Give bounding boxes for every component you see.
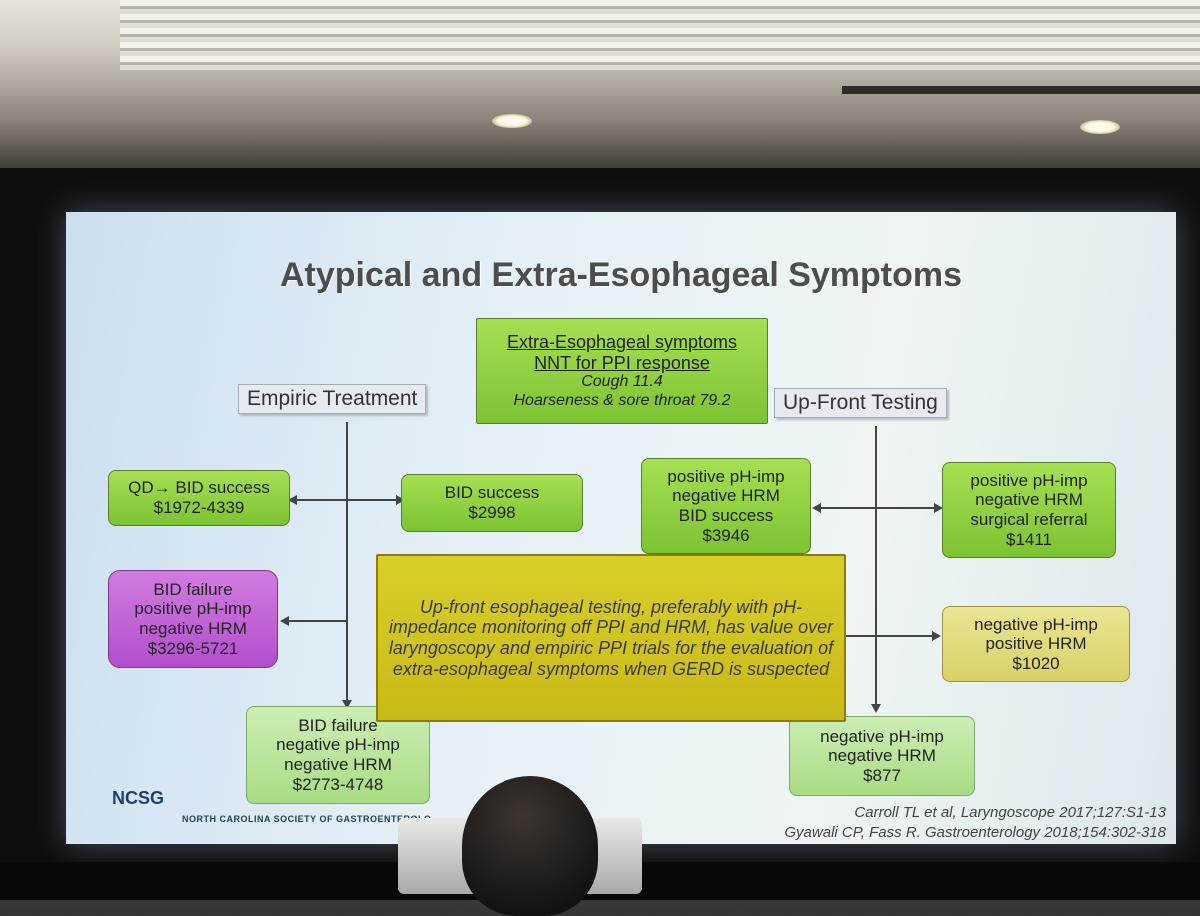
conclusion-text: Up-front esophageal testing, preferably … bbox=[388, 596, 834, 679]
negative-negative-box: negative pH-imp negative HRM $877 bbox=[789, 716, 975, 796]
positive-bid-success-box: positive pH-imp negative HRM BID success… bbox=[641, 458, 811, 554]
footer-text: NORTH CAROLINA SOCIETY OF GASTROENTEROLO bbox=[182, 814, 432, 824]
bid-success-box: BID success $2998 bbox=[401, 474, 583, 532]
box-line: BID success bbox=[678, 506, 774, 525]
box-line: positive pH-imp bbox=[970, 470, 1088, 490]
bid-failure-negative-box: BID failure negative pH-imp negative HRM… bbox=[246, 706, 430, 804]
box-line: BID failure bbox=[298, 715, 378, 735]
box-cost: $3946 bbox=[702, 525, 750, 545]
box-cost: $1020 bbox=[1012, 653, 1060, 673]
bid-failure-positive-box: BID failure positive pH-imp negative HRM… bbox=[108, 570, 278, 668]
positive-surgical-referral-box: positive pH-imp negative HRM surgical re… bbox=[942, 462, 1116, 558]
box-line: positive HRM bbox=[985, 634, 1087, 654]
testing-negative-line bbox=[846, 635, 932, 637]
box-cost: $3296-5721 bbox=[147, 638, 239, 658]
ncsg-logo: NCSG bbox=[112, 788, 165, 808]
conclusion-box: Up-front esophageal testing, preferably … bbox=[376, 554, 846, 722]
box-line: negative HRM bbox=[672, 486, 780, 506]
box-cost: $1972-4339 bbox=[153, 498, 245, 517]
reference-1: Carroll TL et al, Laryngoscope 2017;127:… bbox=[854, 804, 1166, 821]
nnt-line-2: NNT for PPI response bbox=[534, 352, 710, 373]
box-line: negative pH-imp bbox=[276, 735, 400, 755]
arrow-right-icon bbox=[932, 631, 941, 641]
arrow-left-icon bbox=[288, 495, 297, 505]
box-line: BID success bbox=[444, 483, 540, 503]
box-line: negative pH-imp bbox=[974, 614, 1098, 634]
reference-2: Gyawali CP, Fass R. Gastroenterology 201… bbox=[784, 824, 1166, 841]
nnt-line-3: Cough 11.4 bbox=[581, 373, 663, 391]
ceiling bbox=[0, 0, 1200, 170]
nnt-line-1: Extra-Esophageal symptoms bbox=[506, 331, 738, 352]
box-line: negative HRM bbox=[828, 746, 936, 766]
box-line: positive pH-imp bbox=[667, 466, 785, 486]
box-cost: $2773-4748 bbox=[292, 774, 384, 794]
arrow-left-icon bbox=[280, 616, 289, 626]
box-line: negative HRM bbox=[284, 755, 392, 774]
empiric-failure-line bbox=[288, 620, 346, 622]
negative-positive-hrm-box: negative pH-imp positive HRM $1020 bbox=[942, 606, 1130, 682]
arrow-right-icon bbox=[934, 503, 943, 513]
box-line: negative HRM bbox=[139, 619, 247, 638]
ceiling-light bbox=[1080, 120, 1120, 134]
testing-positive-line bbox=[820, 507, 936, 509]
ceiling-light bbox=[492, 114, 532, 128]
box-cost: $2998 bbox=[468, 503, 516, 522]
ceiling-cornice bbox=[120, 0, 1200, 70]
testing-vertical-line bbox=[875, 426, 877, 706]
projection-screen: Atypical and Extra-Esophageal Symptoms E… bbox=[66, 212, 1176, 844]
box-line: surgical referral bbox=[970, 510, 1088, 529]
box-line: BID failure bbox=[153, 579, 233, 599]
arrow-right-icon bbox=[396, 495, 405, 505]
nnt-line-4: Hoarseness & sore throat 79.2 bbox=[513, 391, 731, 409]
arrow-down-icon bbox=[871, 704, 881, 713]
up-front-testing-header: Up-Front Testing bbox=[774, 388, 947, 418]
box-line: QD→ BID success bbox=[128, 478, 270, 498]
box-line: negative pH-imp bbox=[820, 726, 944, 746]
ceiling-vent bbox=[842, 86, 1200, 94]
empiric-treatment-header: Empiric Treatment bbox=[238, 384, 427, 414]
qd-bid-success-box: QD→ BID success $1972-4339 bbox=[108, 470, 290, 526]
empiric-success-line bbox=[296, 499, 396, 501]
arrow-down-icon bbox=[342, 700, 352, 709]
nnt-box: Extra-Esophageal symptoms NNT for PPI re… bbox=[476, 318, 768, 424]
box-line: positive pH-imp bbox=[134, 599, 252, 619]
empiric-vertical-line bbox=[346, 422, 348, 702]
box-cost: $1411 bbox=[1005, 529, 1052, 549]
arrow-left-icon bbox=[812, 503, 821, 513]
box-line: negative HRM bbox=[975, 490, 1083, 510]
audience-head bbox=[462, 776, 598, 916]
slide-title: Atypical and Extra-Esophageal Symptoms bbox=[279, 256, 963, 294]
box-cost: $877 bbox=[863, 765, 901, 785]
